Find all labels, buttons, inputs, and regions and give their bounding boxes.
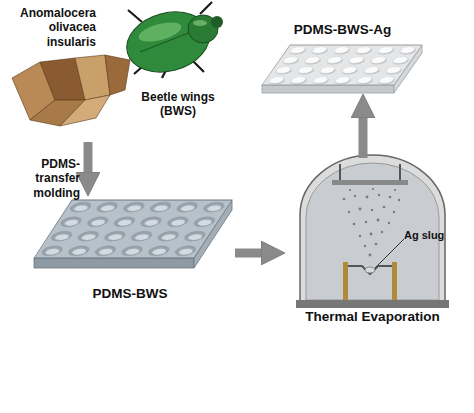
callout-label: Ag slug [404, 229, 464, 242]
particle [370, 233, 373, 236]
particle [398, 199, 400, 201]
slab-front [34, 258, 194, 268]
figure-label: Beetle wings (BWS) [138, 90, 218, 119]
particle [378, 194, 380, 196]
slab-top [262, 45, 422, 85]
silver-slab [262, 45, 422, 93]
labelled-figure: Beetle wings (BWS) [5, 52, 217, 142]
slab-top-face [34, 200, 232, 258]
beetle-highlight [193, 20, 207, 26]
electrode [392, 262, 397, 300]
particle [393, 211, 395, 213]
figure-label: PDMS-BWS [25, 286, 235, 302]
figure-label: PDMS-BWS-Ag [255, 22, 430, 38]
vapor-particles [343, 188, 400, 257]
holder-rod [339, 164, 341, 180]
slab-front [262, 85, 394, 93]
particle [365, 221, 367, 223]
labelled-figure: PDMS-BWS [25, 196, 235, 306]
wing-fold [105, 55, 130, 95]
figure-label: Anomalocera olivacea insularis [2, 6, 96, 49]
electrode [343, 262, 348, 300]
wing-fold [75, 55, 110, 100]
labelled-figure: PDMS-BWS-Ag [255, 20, 430, 94]
slab-top [34, 200, 232, 258]
beetle-leg [128, 10, 142, 22]
particle [394, 189, 396, 191]
process-arrow [235, 249, 265, 258]
beetle-highlight [137, 19, 184, 46]
step-label: PDMS-transfer molding [20, 157, 80, 200]
beetle-illustration [120, 2, 223, 81]
particle [388, 222, 390, 224]
pdms-slab [34, 200, 232, 268]
particle [372, 188, 374, 190]
particle [359, 235, 361, 237]
particle [381, 231, 383, 233]
beetle-head [211, 16, 223, 28]
substrate-holder [332, 180, 408, 185]
particle [377, 219, 380, 222]
slab-top-face [262, 45, 422, 85]
particle [359, 208, 362, 211]
particle [383, 206, 386, 209]
wings-illustration [12, 55, 130, 126]
beetle-leg [200, 2, 212, 14]
particle [353, 223, 356, 226]
particle [349, 189, 351, 191]
figure-label: Thermal Evaporation [285, 309, 460, 325]
particle [348, 211, 350, 213]
particle [369, 254, 372, 257]
particle [389, 196, 392, 199]
particle [364, 245, 366, 247]
evaporation-boat [348, 266, 392, 274]
wing-fold [60, 95, 110, 126]
silver-slug [365, 267, 375, 273]
process-arrow [84, 142, 93, 176]
particle [354, 195, 356, 197]
particle [366, 196, 369, 199]
particle [375, 243, 378, 246]
process-arrow [359, 114, 368, 158]
labelled-figure: Thermal Evaporation [285, 158, 460, 330]
chamber-base [296, 300, 449, 308]
leader-line [375, 239, 404, 268]
holder-rod [399, 164, 401, 180]
labelled-figure: Anomalocera olivacea insularis [0, 0, 222, 78]
particle [343, 198, 346, 201]
particle [371, 209, 373, 211]
